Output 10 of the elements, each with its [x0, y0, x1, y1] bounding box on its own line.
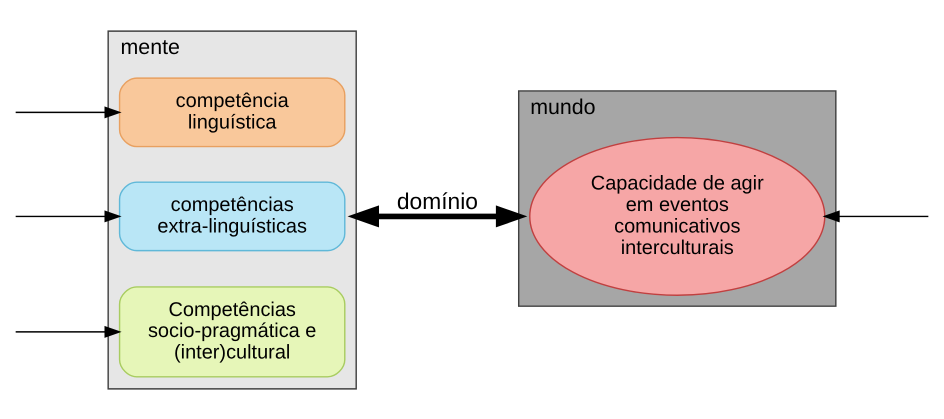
node-ellipse: Capacidade de agir em eventos comunicativos interculturais [529, 136, 826, 296]
arrow [822, 210, 928, 222]
arrow [16, 325, 122, 338]
node-box: competência linguística [118, 76, 346, 147]
node-box: Competências socio-pragmática e (inter)cultural [118, 286, 346, 377]
edge-label: domínio [396, 188, 478, 214]
arrow [348, 204, 528, 227]
arrow [16, 106, 122, 118]
node-box: competências extra-linguísticas [118, 181, 346, 251]
arrow [16, 210, 122, 222]
